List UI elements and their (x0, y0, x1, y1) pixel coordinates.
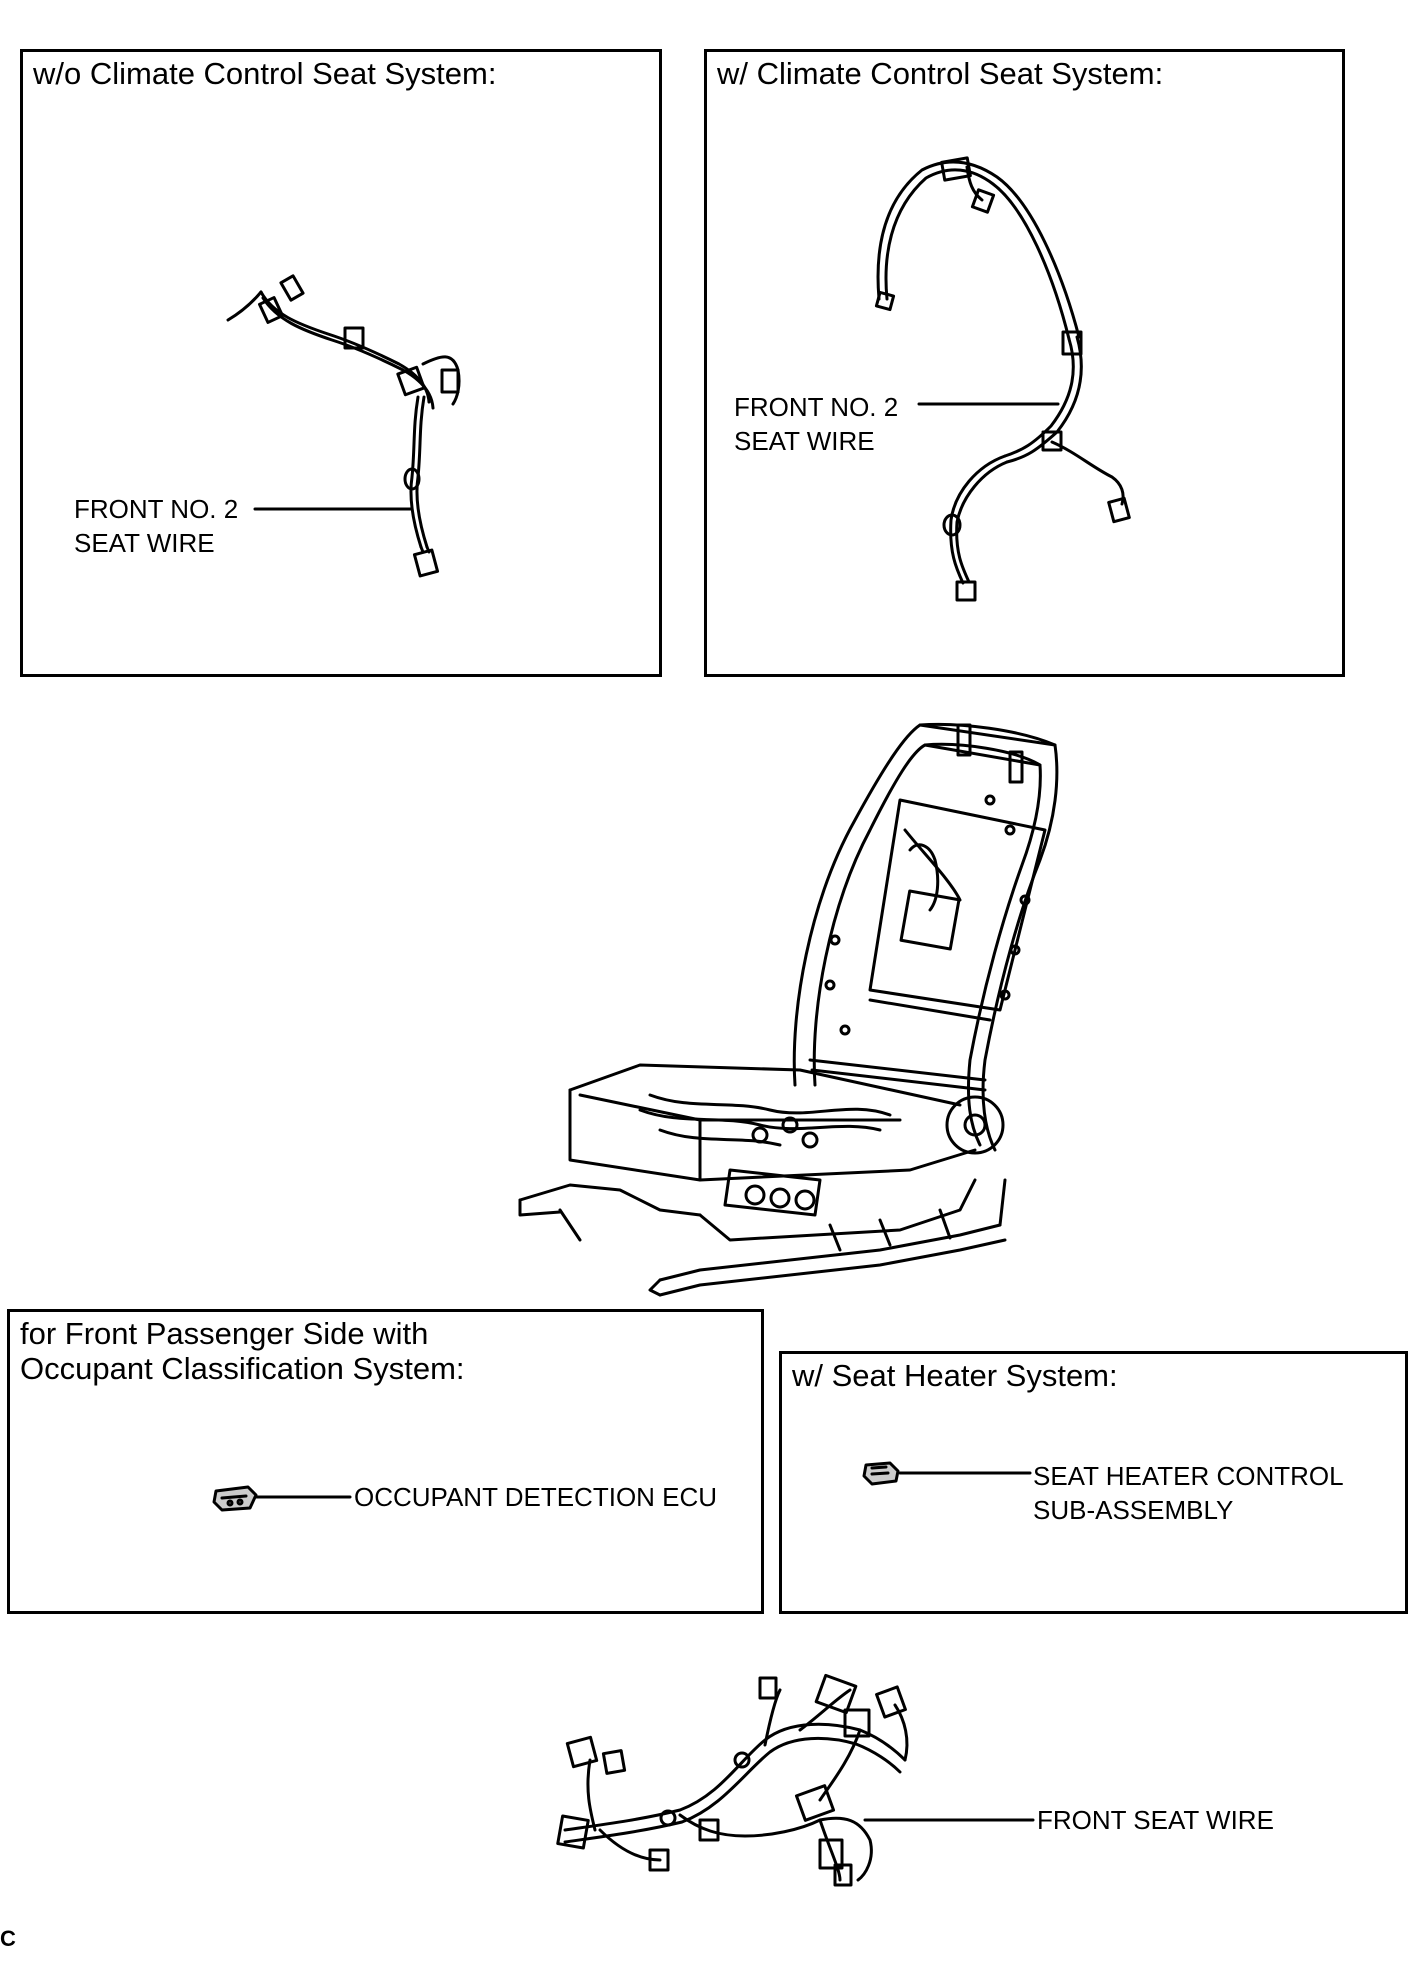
panel-seat-heater: w/ Seat Heater System: SEAT HEATER CONTR… (779, 1351, 1408, 1614)
panel-occupant-classification: for Front Passenger Side with Occupant C… (7, 1309, 764, 1614)
occupant-detection-ecu-label: OCCUPANT DETECTION ECU (354, 1482, 718, 1512)
front-no2-seat-wire-drawing (226, 274, 461, 578)
panel-with-climate-control: w/ Climate Control Seat System: FRONT NO… (704, 49, 1345, 677)
panel-without-climate-control: w/o Climate Control Seat System: FRONT N… (20, 49, 662, 677)
seat-heater-control-drawing (862, 1461, 1032, 1486)
panel-title: for Front Passenger Side with Occupant C… (20, 1316, 465, 1386)
front-seat-wire-label: FRONT SEAT WIRE (1037, 1805, 1274, 1835)
front-no2-seat-wire-drawing (874, 156, 1131, 602)
panel-title: w/ Seat Heater System: (792, 1358, 1118, 1393)
footer-code: C (0, 1926, 16, 1951)
panel-title: w/ Climate Control Seat System: (717, 56, 1164, 91)
panel-title: w/o Climate Control Seat System: (33, 56, 497, 91)
front-no2-seat-wire-label: FRONT NO. 2 SEAT WIRE (74, 494, 239, 558)
front-no2-seat-wire-label: FRONT NO. 2 SEAT WIRE (734, 392, 899, 456)
seat-heater-control-label: SEAT HEATER CONTROL SUB-ASSEMBLY (1033, 1461, 1344, 1525)
occupant-detection-ecu-drawing (212, 1485, 352, 1512)
